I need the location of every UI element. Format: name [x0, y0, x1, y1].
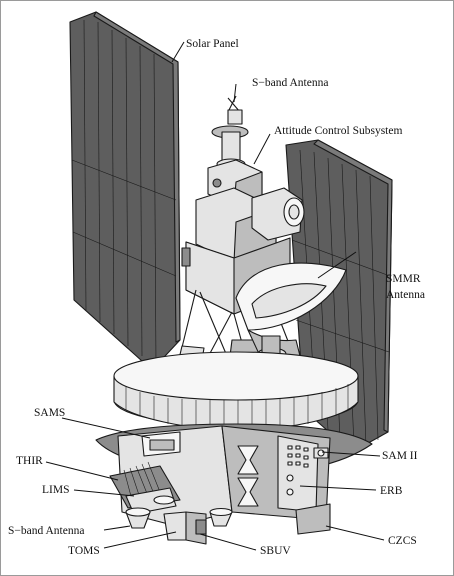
label-sams: SAMS	[34, 407, 65, 419]
left-solar-panel	[69, 11, 181, 371]
label-s-band-antenna-bottom: S−band Antenna	[8, 525, 84, 537]
label-sam-ii: SAM II	[382, 450, 418, 462]
label-smmr-antenna: Antenna	[386, 289, 425, 301]
label-solar-panel: Solar Panel	[186, 38, 239, 50]
label-sbuv: SBUV	[260, 545, 291, 557]
top-s-band-antenna	[211, 95, 249, 170]
label-attitude-control: Attitude Control Subsystem	[274, 125, 402, 137]
leader-lines	[45, 41, 385, 551]
label-thir: THIR	[16, 455, 43, 467]
label-toms: TOMS	[68, 545, 100, 557]
attitude-control-subsystem	[195, 159, 305, 263]
label-lims: LIMS	[42, 484, 69, 496]
thir-lims-cluster	[109, 461, 181, 515]
label-erb: ERB	[380, 485, 403, 497]
label-smmr: SMMR	[386, 273, 421, 285]
label-czcs: CZCS	[388, 535, 417, 547]
label-s-band-antenna-top: S−band Antenna	[252, 77, 328, 89]
